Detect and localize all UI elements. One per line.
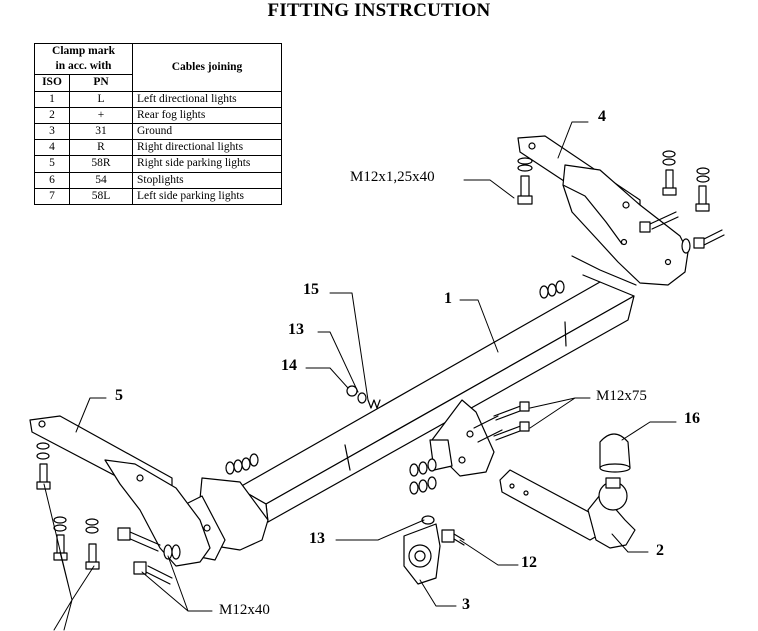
legend-subheader-row: ISO PN: [34, 74, 282, 92]
legend-header-row: Clamp mark in acc. with Cables joining: [34, 42, 282, 92]
callout-15: 15: [303, 281, 319, 298]
right-bolts: [517, 150, 725, 299]
socket-plate: [403, 515, 465, 585]
desc-cell: Right directional lights: [132, 139, 282, 157]
iso-cell: 4: [34, 139, 70, 157]
callout-4: 4: [598, 108, 606, 125]
page-title: FITTING INSTRCUTION: [267, 0, 491, 21]
clamp-mark-header-line1: Clamp mark: [52, 45, 115, 57]
callout-5: 5: [115, 387, 123, 404]
pn-header: PN: [69, 74, 133, 92]
callout-2: 2: [656, 542, 664, 559]
callout-16: 16: [684, 410, 700, 427]
bolt-spec-m12x1-25x40: M12x1,25x40: [350, 169, 435, 185]
bolt-spec-m12x75: M12x75: [596, 388, 647, 404]
leader-lines: [43, 121, 677, 631]
bolt-spec-m12x40: M12x40: [219, 602, 270, 618]
ball-cap: [599, 433, 631, 473]
iso-cell: 3: [34, 123, 70, 141]
iso-cell: 6: [34, 171, 70, 189]
callout-14: 14: [281, 357, 297, 374]
cable-legend-table: Clamp mark in acc. with Cables joining I…: [34, 42, 282, 206]
center-mount-bracket: [409, 399, 530, 495]
callout-13-top: 13: [288, 321, 304, 338]
callout-13-bottom: 13: [309, 530, 325, 547]
callout-3: 3: [462, 596, 470, 613]
desc-cell: Ground: [132, 123, 282, 141]
callout-1: 1: [444, 290, 452, 307]
desc-cell: Left directional lights: [132, 90, 282, 108]
main-crossbar: [237, 255, 637, 523]
tow-ball-arm: [499, 469, 636, 549]
pn-cell: 58L: [69, 187, 133, 206]
right-bracket: [517, 135, 689, 286]
cables-joining-header: Cables joining: [132, 43, 282, 92]
callout-12: 12: [521, 554, 537, 571]
pn-cell: 54: [69, 171, 133, 189]
desc-cell: Left side parking lights: [132, 187, 282, 206]
table-row: 2+Rear fog lights: [34, 106, 282, 125]
left-bracket: [29, 415, 211, 567]
desc-cell: Right side parking lights: [132, 155, 282, 173]
left-bolts: [36, 442, 259, 585]
washer-nut-group: [346, 385, 381, 409]
clamp-mark-header-line2: in acc. with: [55, 60, 112, 73]
